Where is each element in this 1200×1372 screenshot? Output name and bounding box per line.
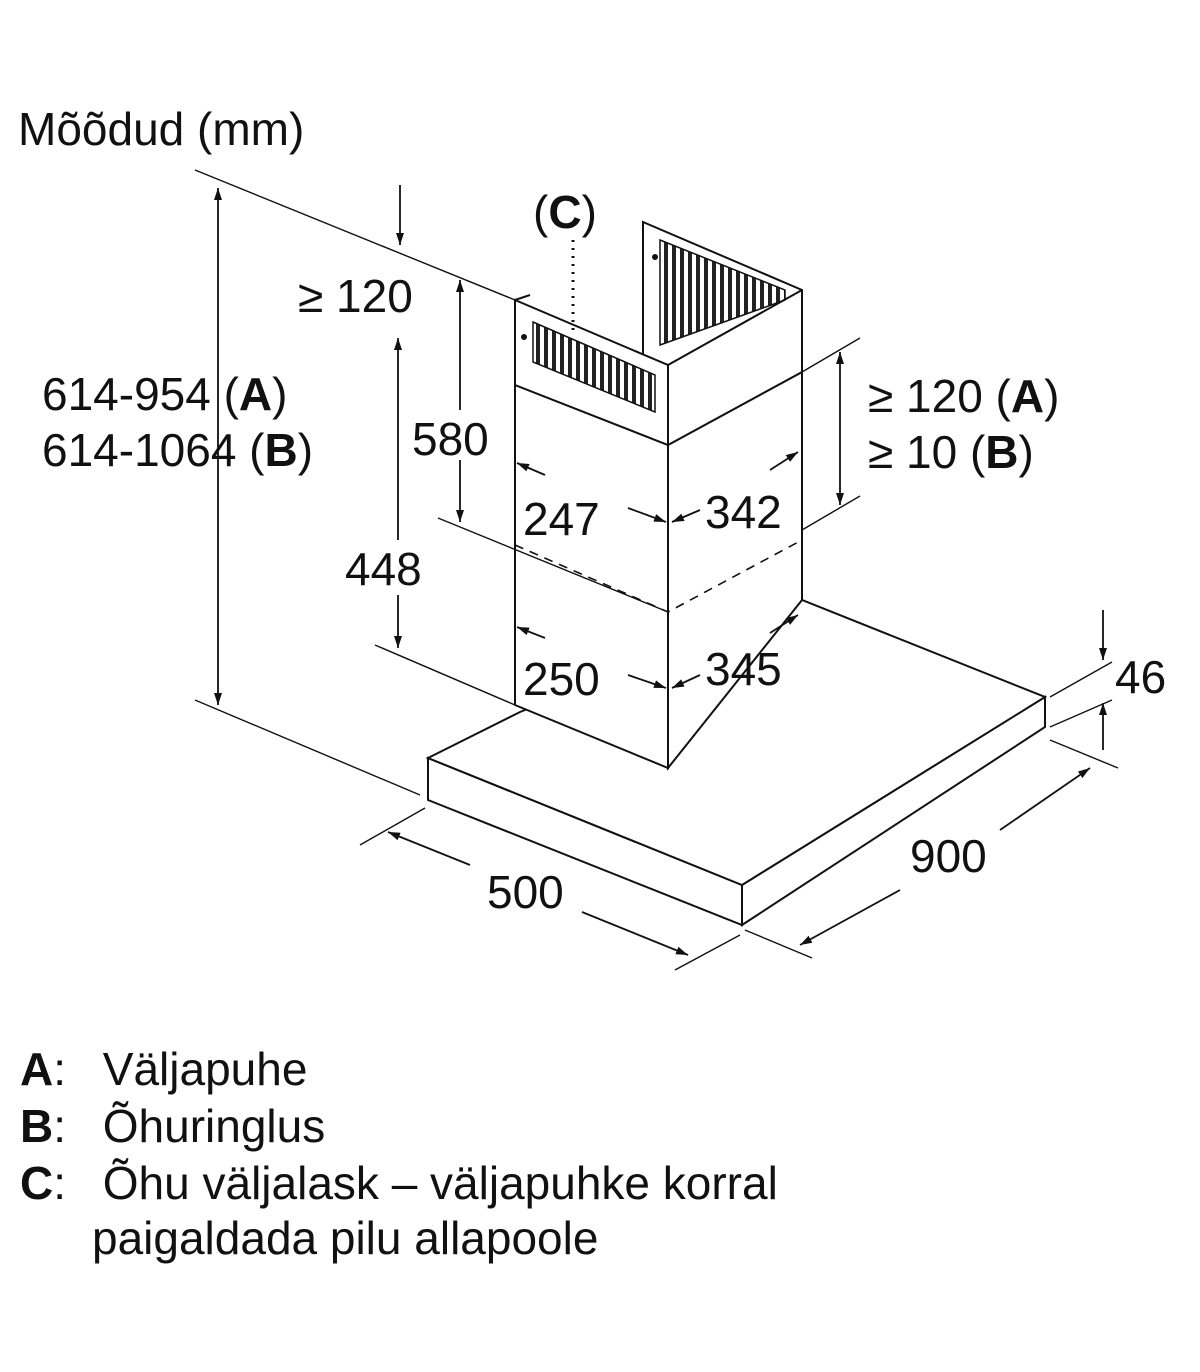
canopy-height-dimension: [1049, 610, 1119, 769]
air-outlet-marker: (C): [533, 186, 597, 238]
title: Mõõdud (mm): [18, 103, 304, 155]
clearance-a: ≥ 120 (A): [868, 370, 1059, 422]
canopy-depth: 500: [487, 866, 564, 918]
height-range-b: 614-1064 (B): [42, 424, 313, 476]
clearance-b: ≥ 10 (B): [868, 426, 1034, 478]
chimney-upper: [514, 220, 803, 447]
canopy-width-dimension: [744, 767, 1091, 959]
chimney-section-arrows: [516, 451, 799, 689]
height-range-a: 614-954 (A): [42, 368, 287, 420]
clearance-dimension: [801, 337, 861, 531]
legend-item-c: C: Õhu väljalask – väljapuhke korral: [20, 1157, 778, 1209]
lower-chimney-depth: 345: [705, 643, 782, 695]
lower-chimney-height: 448: [345, 543, 422, 595]
canopy-height: 46: [1115, 651, 1166, 703]
legend-item-c-continued: paigaldada pilu allapoole: [92, 1212, 598, 1264]
lower-chimney-width: 250: [523, 653, 600, 705]
canopy-width: 900: [910, 830, 987, 882]
min-top-label: ≥ 120: [298, 270, 413, 322]
height-dimension: [194, 169, 516, 796]
legend-item-a: A: Väljapuhe: [20, 1043, 307, 1095]
canopy: [425, 598, 1048, 927]
chimney-lower: [514, 370, 803, 771]
upper-chimney-height: 580: [412, 413, 489, 465]
chimney-height-dimensions: [374, 280, 669, 706]
upper-chimney-width: 247: [523, 493, 600, 545]
legend-item-b: B: Õhuringlus: [20, 1100, 325, 1152]
legend: A: Väljapuhe B: Õhuringlus C: Õhu väljal…: [20, 1043, 778, 1264]
canopy-depth-dimension: [359, 807, 741, 971]
upper-chimney-depth: 342: [705, 486, 782, 538]
